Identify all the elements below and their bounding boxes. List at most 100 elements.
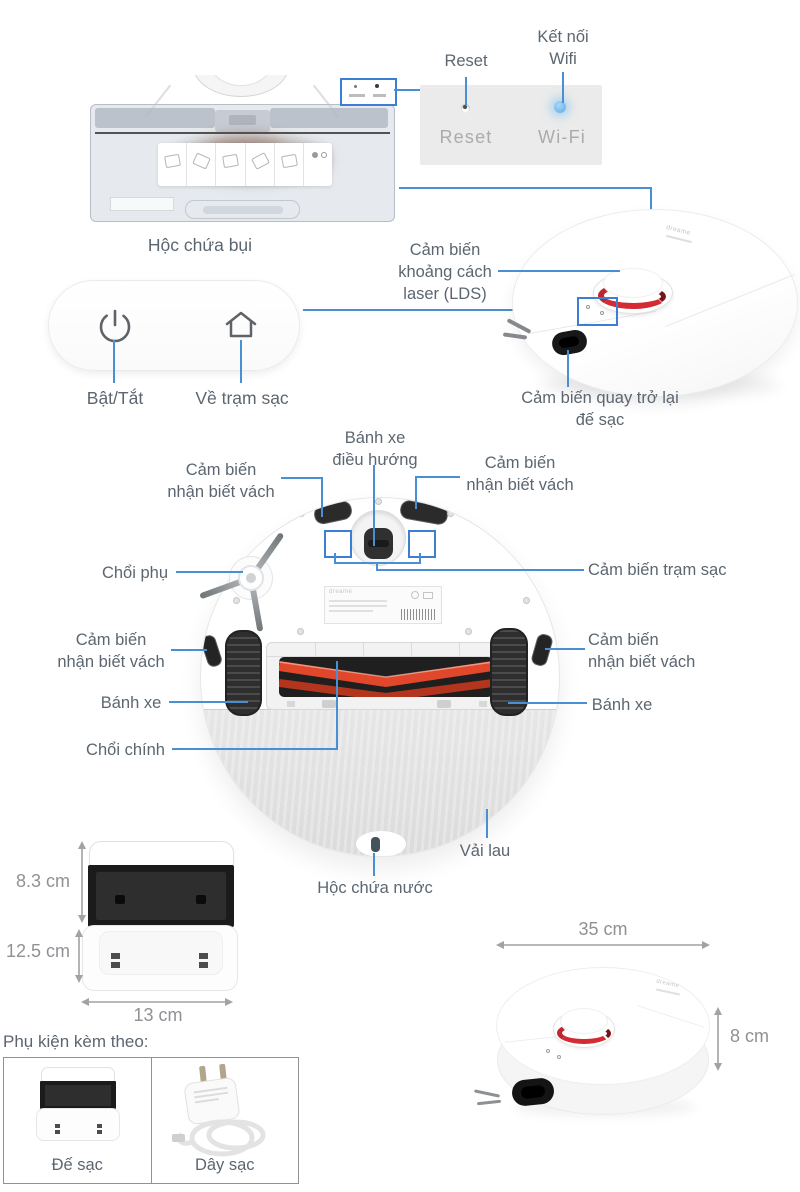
screw bbox=[375, 498, 382, 505]
cliff-right-line1: Cảm biến bbox=[588, 631, 659, 649]
dock-square-connector-m bbox=[376, 562, 378, 571]
power-icon[interactable] bbox=[93, 303, 137, 347]
cliff-tl-line1: Cảm biến bbox=[185, 461, 257, 479]
reset-text-mini bbox=[349, 94, 365, 97]
dustbin-lid-grip-right bbox=[270, 108, 388, 128]
lds-label-line2: khoảng cách bbox=[398, 262, 492, 281]
mini-dock-top bbox=[41, 1067, 115, 1082]
mop-label: Vải lau bbox=[459, 842, 511, 860]
mop-cloth bbox=[201, 709, 559, 856]
cliff-tl-connector-v bbox=[321, 477, 323, 517]
wifi-callout-label: Kết nối Wifi bbox=[528, 27, 598, 71]
cliff-sensor-top-right bbox=[398, 498, 450, 527]
mini-dock-panel-inner bbox=[45, 1085, 111, 1106]
dock-sensor-square-left bbox=[324, 530, 352, 558]
sticker-pictogram bbox=[280, 153, 298, 169]
sticker-step-1 bbox=[158, 143, 188, 186]
frame-divider bbox=[363, 643, 364, 656]
screw bbox=[297, 628, 304, 635]
home-dock-icon[interactable] bbox=[219, 303, 263, 347]
cliff-left-label: Cảm biến nhận biết vách bbox=[50, 630, 172, 674]
cliff-sensor-left bbox=[201, 633, 224, 669]
adapter-sticker-line bbox=[194, 1098, 219, 1104]
dock-base bbox=[82, 925, 238, 991]
instruction-sticker bbox=[158, 143, 332, 186]
frame-divider bbox=[411, 643, 412, 656]
dock-upper-dim-arrow bbox=[78, 841, 86, 923]
side-brush-tip-side-2 bbox=[476, 1099, 502, 1106]
wheel-left-label: Bánh xe bbox=[100, 694, 162, 712]
dock-square-connector-l bbox=[334, 553, 336, 564]
dustbin-handle bbox=[185, 200, 300, 219]
accessories-heading: Phụ kiện kèm theo: bbox=[3, 1032, 149, 1051]
side-brush-tip-side-1 bbox=[473, 1089, 501, 1098]
dustbin-clasp-detail bbox=[229, 115, 256, 125]
power-label-line bbox=[113, 340, 115, 383]
mini-dock-base bbox=[36, 1108, 120, 1141]
power-label: Bật/Tắt bbox=[86, 388, 144, 408]
sticker-pictogram bbox=[164, 153, 181, 169]
sticker-step-2 bbox=[187, 143, 217, 186]
cliff-right-connector bbox=[545, 648, 585, 650]
placard-icon-circle bbox=[411, 591, 419, 599]
dock-return-connector bbox=[567, 350, 569, 387]
screw bbox=[447, 510, 454, 517]
lds-label: Cảm biến khoảng cách laser (LDS) bbox=[390, 240, 500, 305]
cliff-sensor-right bbox=[529, 632, 555, 668]
side-button-dot-1 bbox=[546, 1049, 550, 1053]
cliff-left-line1: Cảm biến bbox=[75, 631, 147, 649]
main-brush-roller bbox=[279, 657, 493, 697]
sticker-step-5 bbox=[275, 143, 304, 186]
wifi-callout-line2: Wifi bbox=[549, 49, 577, 68]
wifi-callout-line bbox=[562, 72, 564, 103]
reset-wifi-highlight-rect bbox=[340, 78, 397, 106]
dustbin-handle-slot bbox=[203, 206, 283, 214]
side-lds-cap bbox=[560, 1008, 608, 1034]
cliff-left-connector bbox=[171, 649, 207, 651]
cliff-top-right-label: Cảm biến nhận biết vách bbox=[458, 453, 582, 497]
placard-line bbox=[329, 600, 387, 602]
main-brush-top-strip bbox=[267, 643, 505, 657]
brush-latch bbox=[322, 700, 336, 708]
cliff-top-left-label: Cảm biến nhận biết vách bbox=[160, 460, 282, 504]
dock-clip bbox=[196, 895, 206, 904]
bin-to-robot-line-v bbox=[650, 187, 652, 216]
dock-return-line1: Cảm biến quay trở lại bbox=[521, 389, 679, 407]
dock-sensor-connector bbox=[376, 569, 584, 571]
robot-width-arrow bbox=[496, 941, 710, 949]
sticker-step-3 bbox=[216, 143, 246, 186]
screw bbox=[298, 510, 305, 517]
brand-logo-placard: dreame bbox=[329, 589, 353, 595]
wifi-led-mini bbox=[375, 84, 379, 88]
dustbin-side-label bbox=[110, 197, 174, 211]
side-brush bbox=[199, 526, 303, 632]
adapter-cable bbox=[171, 1119, 265, 1157]
caster-wheel bbox=[364, 528, 393, 559]
nav-wheel-line1: Bánh xe bbox=[344, 429, 406, 447]
accessory-dock-cell: Đế sạc bbox=[4, 1058, 152, 1183]
main-brush-frame bbox=[266, 642, 506, 710]
cliff-sensor-top-left bbox=[312, 499, 354, 526]
accessory-dock-label: Đế sạc bbox=[51, 1156, 103, 1174]
side-button-dot-2 bbox=[557, 1055, 561, 1059]
dock-lower-dim-arrow bbox=[75, 929, 83, 983]
lds-label-line-connector bbox=[498, 270, 620, 272]
accessories-table: Đế sạc Dây sạc bbox=[3, 1057, 299, 1184]
panel-to-robot-line bbox=[303, 309, 578, 311]
frame-divider bbox=[459, 643, 460, 656]
brush-latch-small bbox=[479, 701, 487, 707]
cliff-tl-connector-h bbox=[281, 477, 323, 479]
dock-top-slab bbox=[89, 841, 234, 867]
robot-height-arrow bbox=[714, 1007, 722, 1071]
product-placard: dreame bbox=[324, 586, 442, 624]
nav-wheel-label: Bánh xe điều hướng bbox=[325, 428, 425, 472]
lds-label-line3: laser (LDS) bbox=[403, 284, 487, 303]
dustbin-caption: Hộc chứa bụi bbox=[147, 235, 253, 255]
dock-contact bbox=[199, 962, 208, 968]
side-lds-dark-ring bbox=[583, 1026, 611, 1041]
top-buttons-highlight-rect bbox=[577, 297, 618, 326]
cliff-tr-connector-h bbox=[415, 476, 460, 478]
sticker-pictogram bbox=[192, 152, 211, 170]
panel-reset-text: Reset bbox=[439, 127, 493, 147]
cliff-tr-line2: nhận biết vách bbox=[466, 475, 574, 494]
